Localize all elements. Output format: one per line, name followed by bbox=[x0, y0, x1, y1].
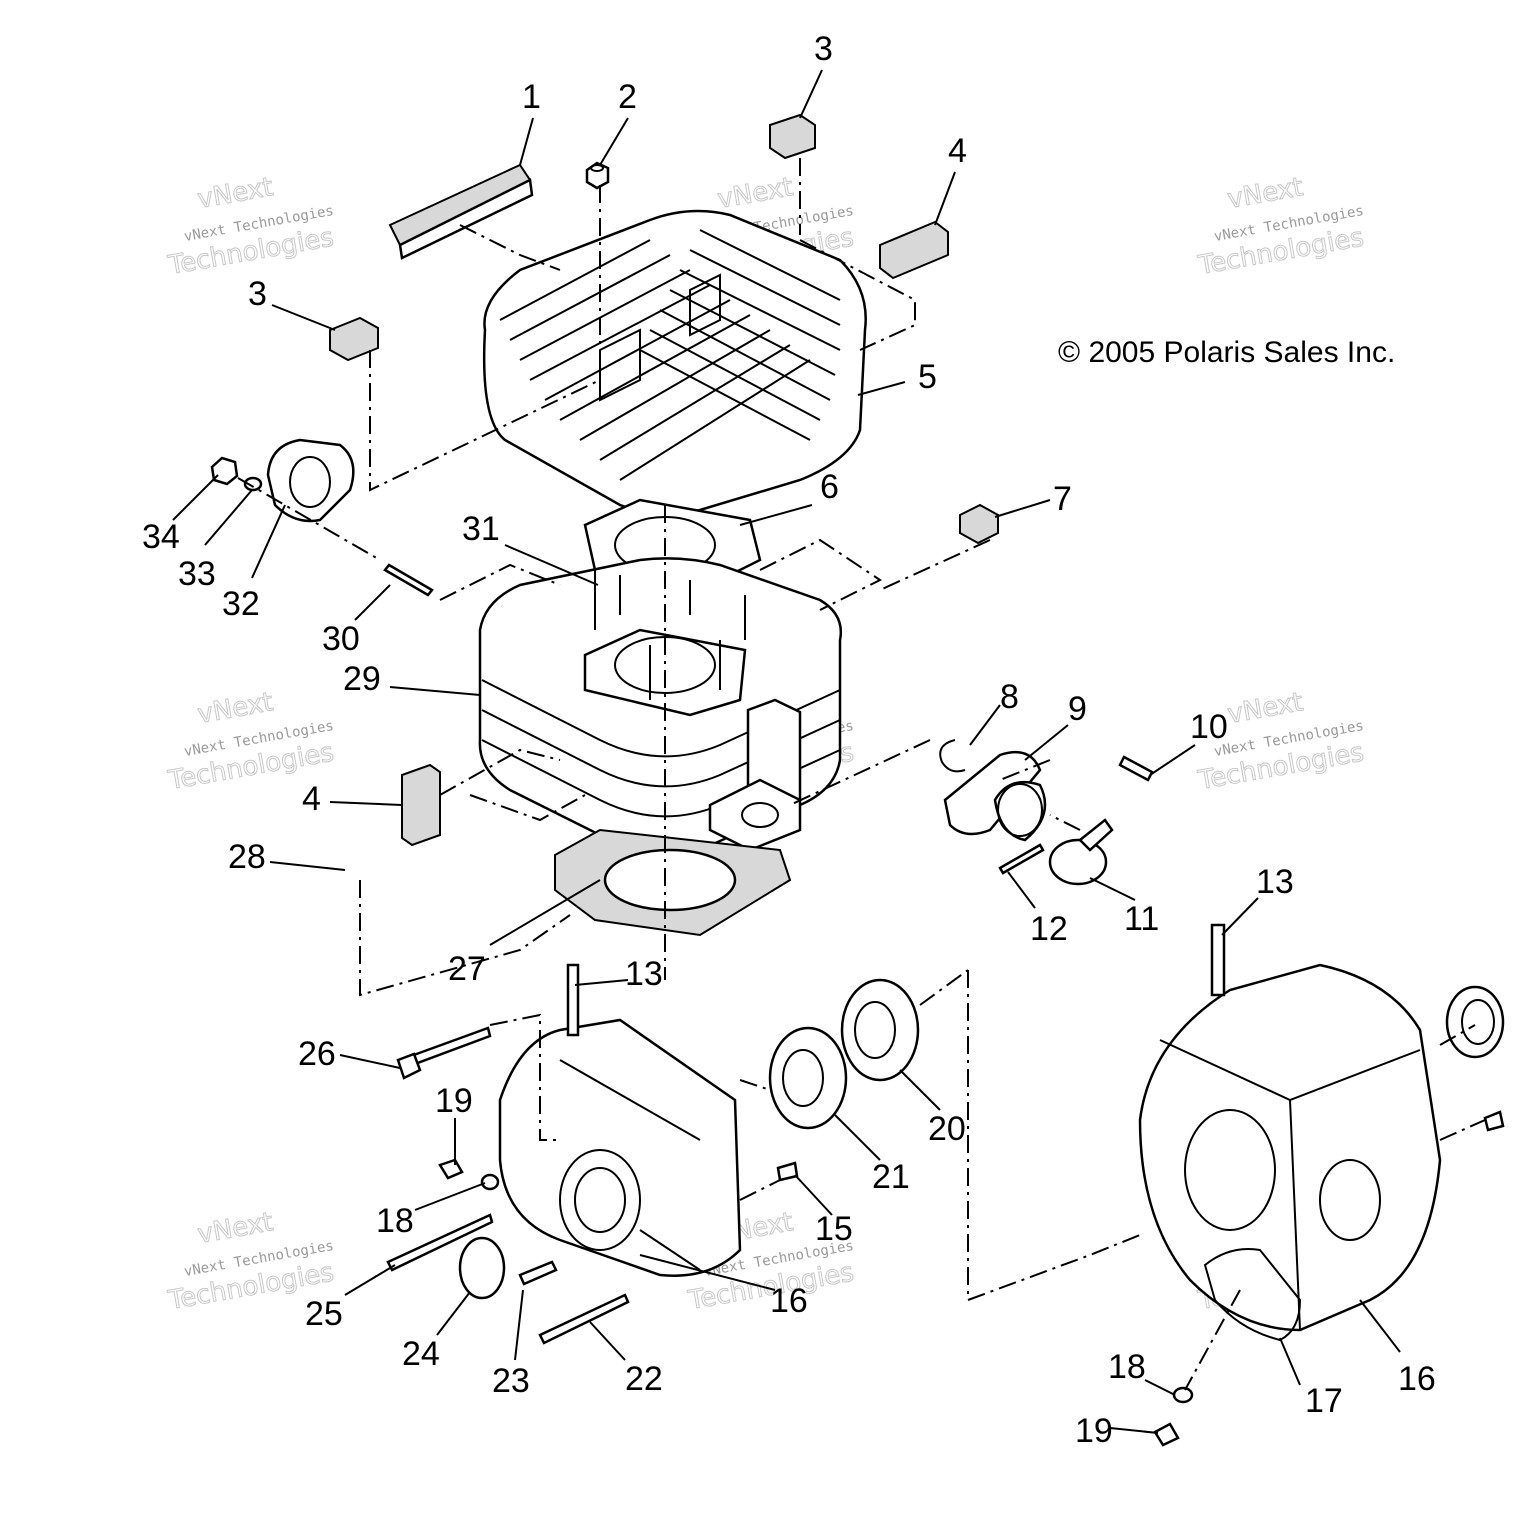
exhaust-gasket bbox=[266, 438, 355, 523]
callout-13: 13 bbox=[1256, 863, 1294, 901]
watermark: vNext vNext Technologies Technologies bbox=[1195, 172, 1367, 282]
callout-19: 19 bbox=[435, 1082, 473, 1120]
watermark: vNext vNext Technologies Technologies bbox=[165, 687, 337, 797]
seal bbox=[458, 1236, 506, 1300]
washer bbox=[480, 1173, 500, 1191]
callout-25: 25 bbox=[305, 1295, 343, 1333]
callout-21: 21 bbox=[872, 1158, 910, 1196]
callout-30: 30 bbox=[322, 620, 360, 658]
svg-text:vNext: vNext bbox=[195, 172, 275, 215]
svg-text:vNext: vNext bbox=[195, 1207, 275, 1250]
callout-6: 6 bbox=[820, 468, 839, 506]
rubber-block bbox=[769, 113, 816, 160]
dowel-pin bbox=[776, 1161, 799, 1182]
callout-26: 26 bbox=[298, 1035, 336, 1073]
stud bbox=[383, 563, 434, 597]
stud bbox=[566, 963, 580, 1037]
callout-29: 29 bbox=[343, 660, 381, 698]
screw bbox=[1118, 755, 1154, 782]
callout-9: 9 bbox=[1068, 690, 1087, 728]
callout-4: 4 bbox=[302, 780, 321, 818]
callout-8: 8 bbox=[1000, 678, 1019, 716]
bearing bbox=[768, 1026, 848, 1130]
nut bbox=[210, 456, 239, 486]
bearing bbox=[840, 978, 920, 1082]
bolt bbox=[538, 1293, 630, 1345]
callout-12: 12 bbox=[1030, 910, 1068, 948]
rubber-mount bbox=[879, 220, 949, 280]
svg-text:vNext: vNext bbox=[1225, 687, 1305, 730]
callout-31: 31 bbox=[462, 510, 500, 548]
cylinder-head bbox=[482, 209, 867, 516]
rubber-block bbox=[329, 316, 379, 362]
callout-15: 15 bbox=[815, 1210, 853, 1248]
base-gasket bbox=[554, 828, 792, 937]
callout-16: 16 bbox=[1398, 1360, 1436, 1398]
seal bbox=[1445, 985, 1505, 1059]
callout-16: 16 bbox=[770, 1282, 808, 1320]
watermark: vNext vNext Technologies Technologies bbox=[165, 172, 337, 282]
bolt-head bbox=[396, 1052, 422, 1080]
callout-4: 4 bbox=[948, 132, 967, 170]
callout-28: 28 bbox=[228, 838, 266, 876]
screw bbox=[998, 843, 1045, 875]
callout-19: 19 bbox=[1075, 1412, 1113, 1450]
svg-text:vNext: vNext bbox=[195, 687, 275, 730]
callout-18: 18 bbox=[376, 1202, 414, 1240]
intake-manifold bbox=[943, 750, 1047, 842]
rubber-cube bbox=[959, 503, 999, 545]
callout-7: 7 bbox=[1053, 480, 1072, 518]
callout-34: 34 bbox=[142, 518, 180, 556]
callout-2: 2 bbox=[618, 78, 637, 116]
cap-nut bbox=[585, 161, 610, 190]
screw bbox=[438, 1158, 464, 1180]
callout-23: 23 bbox=[492, 1362, 530, 1400]
callout-5: 5 bbox=[918, 358, 937, 396]
screw bbox=[1153, 1422, 1180, 1447]
screw bbox=[518, 1260, 558, 1286]
dowel-pin bbox=[1483, 1110, 1505, 1132]
leader-lines bbox=[172, 69, 1401, 1434]
callout-27: 27 bbox=[448, 950, 486, 988]
hose-clamp bbox=[1048, 818, 1114, 886]
rubber-mount bbox=[401, 763, 441, 847]
callout-1: 1 bbox=[522, 78, 541, 116]
o-ring bbox=[939, 739, 966, 773]
callout-20: 20 bbox=[928, 1110, 966, 1148]
copyright-notice: © 2005 Polaris Sales Inc. bbox=[1058, 336, 1395, 369]
callout-18: 18 bbox=[1108, 1348, 1146, 1386]
callout-33: 33 bbox=[178, 555, 216, 593]
callout-22: 22 bbox=[625, 1360, 663, 1398]
callout-32: 32 bbox=[222, 585, 260, 623]
crankcase-right bbox=[1138, 963, 1442, 1332]
callouts: 1 2 3 3 4 4 5 6 7 8 9 10 11 12 13 13 15 … bbox=[142, 30, 1436, 1450]
callout-3: 3 bbox=[248, 275, 267, 313]
callout-10: 10 bbox=[1190, 708, 1228, 746]
callout-24: 24 bbox=[402, 1335, 440, 1373]
svg-text:vNext: vNext bbox=[715, 172, 795, 215]
svg-text:vNext: vNext bbox=[1225, 172, 1305, 215]
washer bbox=[1172, 1386, 1194, 1404]
spark-plug-boot-strip bbox=[388, 163, 534, 260]
stud bbox=[1210, 923, 1226, 997]
callout-11: 11 bbox=[1124, 900, 1159, 938]
callout-13: 13 bbox=[625, 955, 663, 993]
callout-17: 17 bbox=[1305, 1382, 1343, 1420]
cylinder bbox=[478, 557, 843, 856]
crankcase-left bbox=[498, 1018, 742, 1277]
washer bbox=[243, 476, 263, 492]
alignment-lines bbox=[237, 158, 1486, 1391]
callout-3: 3 bbox=[814, 30, 833, 68]
cover-gasket bbox=[1203, 1248, 1302, 1342]
